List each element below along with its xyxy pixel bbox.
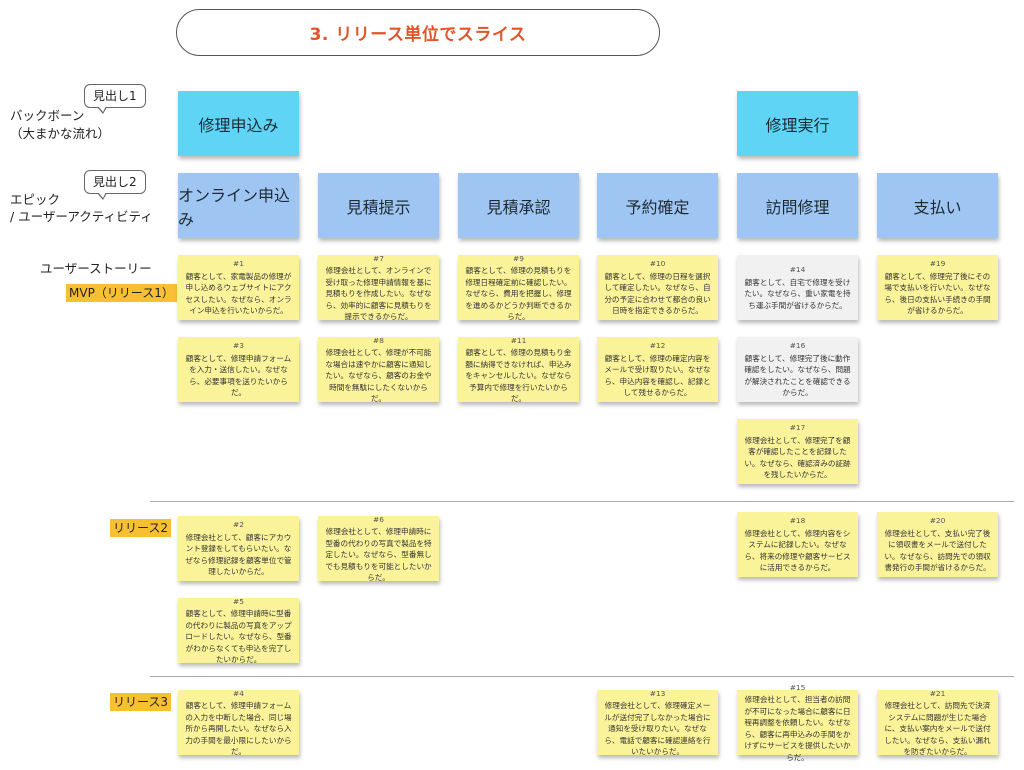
story-text: 修理会社として、修理内容をシステムに記録したい。なぜなら、将来の修理や顧客サービ… — [744, 528, 851, 573]
story-text: 修理会社として、訪問先で決済システムに問題が生じた場合に、支払い案内をメールで送… — [884, 701, 991, 756]
backbone-note[interactable]: 修理実行 — [737, 91, 858, 156]
heading1-callout: 見出し1 — [84, 84, 146, 114]
story-text: 修理会社として、修理完了を顧客が確認したことを記録したい。なぜなら、確認済みの証… — [744, 435, 851, 480]
heading1-label: 見出し1 — [93, 89, 137, 103]
story-text: 顧客として、修理の確定内容をメールで受け取りたい。なぜなら、申込内容を確認し、記… — [604, 353, 711, 398]
story-text: 修理会社として、修理申請時に型番の代わりの写真で製品を特定したい。なぜなら、型番… — [325, 527, 432, 582]
story-note[interactable]: #14 顧客として、自宅で修理を受けたい。なぜなら、重い家電を持ち運ぶ手間が省け… — [737, 255, 858, 320]
user-story-label: ユーザーストーリー — [40, 261, 152, 276]
story-number: #14 — [789, 265, 806, 274]
story-number: #1 — [233, 259, 244, 269]
story-note[interactable]: #10 顧客として、修理の日程を選択して確定したい。なぜなら、自分の予定に合わせ… — [597, 255, 718, 320]
epic-note[interactable]: 支払い — [877, 173, 998, 238]
story-note[interactable]: #4 顧客として、修理申請フォームの入力を中断した場合、同じ場所から再開したい。… — [178, 688, 299, 756]
story-text: 顧客として、修理の見積もりを修理日程確定前に確認したい。なぜなら、費用を把握し、… — [465, 266, 572, 321]
epic-note[interactable]: 訪問修理 — [737, 173, 858, 238]
story-number: #21 — [929, 688, 946, 698]
story-number: #4 — [233, 688, 244, 698]
backbone-label: バックボーン — [10, 108, 85, 123]
story-text: 顧客として、家電製品の修理が申し込めるウェブサイトにアクセスしたい。なぜなら、オ… — [185, 271, 292, 316]
epic-note[interactable]: 見積提示 — [318, 173, 439, 238]
story-note[interactable]: #2 修理会社として、顧客にアカウント登録をしてもらいたい。なぜなら修理記録を顧… — [178, 516, 299, 581]
heading2-label: 見出し2 — [93, 175, 137, 189]
story-number: #13 — [649, 688, 666, 698]
story-text: 顧客として、修理申請フォームを入力・送信したい。なぜなら、必要事項を送りたいから… — [185, 353, 292, 398]
story-note[interactable]: #11 顧客として、修理の見積もり金額に納得できなければ、申込みをキャンセルした… — [458, 335, 579, 403]
epic-sublabel: / ユーザーアクティビティ — [10, 209, 153, 224]
release-tag-2: リリース2 — [110, 519, 172, 537]
backbone-sublabel: （大まかな流れ） — [10, 126, 111, 141]
story-text: 修理会社として、修理が不可能な場合は速やかに顧客に通知したい。なぜなら、顧客のお… — [325, 348, 432, 403]
story-number: #5 — [233, 596, 244, 606]
story-text: 修理会社として、修理確定メールが送付完了しなかった場合に通知を受け取りたい。なぜ… — [604, 701, 711, 756]
story-number: #6 — [373, 514, 384, 524]
story-note[interactable]: #1 顧客として、家電製品の修理が申し込めるウェブサイトにアクセスしたい。なぜな… — [178, 255, 299, 320]
story-note[interactable]: #20 修理会社として、支払い完了後に領収書をメールで送付したい。なぜなら、訪問… — [877, 512, 998, 577]
release-divider — [150, 676, 1014, 677]
story-number: #9 — [513, 253, 524, 263]
story-number: #17 — [789, 423, 806, 433]
story-note[interactable]: #7 修理会社として、オンラインで受け取った修理申請情報を基に見積もりを作成した… — [318, 253, 439, 321]
backbone-note[interactable]: 修理申込み — [178, 91, 299, 156]
story-text: 修理会社として、支払い完了後に領収書をメールで送付したい。なぜなら、訪問先での領… — [884, 528, 991, 573]
story-text: 顧客として、修理完了後に動作確認をしたい。なぜなら、問題が解決されたことを確認で… — [744, 353, 851, 398]
story-text: 顧客として、修理の日程を選択して確定したい。なぜなら、自分の予定に合わせて都合の… — [604, 271, 711, 316]
heading2-callout: 見出し2 — [84, 170, 146, 200]
story-note[interactable]: #8 修理会社として、修理が不可能な場合は速やかに顧客に通知したい。なぜなら、顧… — [318, 335, 439, 403]
story-note[interactable]: #17 修理会社として、修理完了を顧客が確認したことを記録したい。なぜなら、確認… — [737, 419, 858, 484]
story-number: #15 — [789, 682, 806, 692]
epic-note[interactable]: 予約確定 — [597, 173, 718, 238]
story-note[interactable]: #6 修理会社として、修理申請時に型番の代わりの写真で製品を特定したい。なぜなら… — [318, 514, 439, 582]
story-number: #8 — [373, 335, 384, 345]
story-text: 顧客として、修理申請フォームの入力を中断した場合、同じ場所から再開したい。なぜな… — [185, 701, 292, 756]
epic-note[interactable]: 見積承認 — [458, 173, 579, 238]
story-note[interactable]: #13 修理会社として、修理確定メールが送付完了しなかった場合に通知を受け取りた… — [597, 688, 718, 756]
story-text: 顧客として、修理完了後にその場で支払いを行いたい。なぜなら、後日の支払い手続きの… — [884, 271, 991, 316]
story-number: #12 — [649, 341, 666, 351]
epic-note[interactable]: オンライン申込み — [178, 173, 299, 238]
story-number: #10 — [649, 259, 666, 269]
story-text: 顧客として、修理申請時に型番の代わりに製品の写真をアップロードしたい。なぜなら、… — [185, 609, 292, 664]
release-divider — [150, 501, 1014, 502]
story-text: 顧客として、修理の見積もり金額に納得できなければ、申込みをキャンセルしたい。なぜ… — [465, 348, 572, 403]
story-note[interactable]: #21 修理会社として、訪問先で決済システムに問題が生じた場合に、支払い案内をメ… — [877, 688, 998, 756]
story-text: 顧客として、自宅で修理を受けたい。なぜなら、重い家電を持ち運ぶ手間が省けるからだ… — [744, 277, 851, 310]
story-note[interactable]: #12 顧客として、修理の確定内容をメールで受け取りたい。なぜなら、申込内容を確… — [597, 337, 718, 402]
story-note[interactable]: #3 顧客として、修理申請フォームを入力・送信したい。なぜなら、必要事項を送りた… — [178, 337, 299, 402]
release-tag-3: リリース3 — [110, 693, 172, 711]
story-number: #20 — [929, 516, 946, 526]
story-number: #11 — [510, 335, 527, 345]
story-note[interactable]: #5 顧客として、修理申請時に型番の代わりに製品の写真をアップロードしたい。なぜ… — [178, 596, 299, 664]
story-number: #16 — [789, 341, 806, 351]
story-note[interactable]: #9 顧客として、修理の見積もりを修理日程確定前に確認したい。なぜなら、費用を把… — [458, 253, 579, 321]
epic-label: エピック — [10, 192, 61, 207]
story-note[interactable]: #18 修理会社として、修理内容をシステムに記録したい。なぜなら、将来の修理や顧… — [737, 512, 858, 577]
story-note[interactable]: #15 修理会社として、担当者の訪問が不可になった場合に顧客に日程再調整を依頼し… — [737, 683, 858, 762]
story-text: 修理会社として、オンラインで受け取った修理申請情報を基に見積もりを作成したい。な… — [325, 266, 432, 321]
story-text: 修理会社として、担当者の訪問が不可になった場合に顧客に日程再調整を依頼したい。な… — [744, 695, 851, 762]
story-number: #3 — [233, 341, 244, 351]
page-title: 3. リリース単位でスライス — [176, 9, 660, 56]
release-tag-mvp: MVP（リリース1） — [66, 284, 177, 302]
story-note[interactable]: #16 顧客として、修理完了後に動作確認をしたい。なぜなら、問題が解決されたこと… — [737, 337, 858, 402]
story-number: #19 — [929, 259, 946, 269]
story-number: #18 — [789, 516, 806, 526]
story-number: #7 — [373, 253, 384, 263]
story-text: 修理会社として、顧客にアカウント登録をしてもらいたい。なぜなら修理記録を顧客単位… — [185, 532, 292, 577]
story-note[interactable]: #19 顧客として、修理完了後にその場で支払いを行いたい。なぜなら、後日の支払い… — [877, 255, 998, 320]
story-number: #2 — [233, 520, 244, 530]
